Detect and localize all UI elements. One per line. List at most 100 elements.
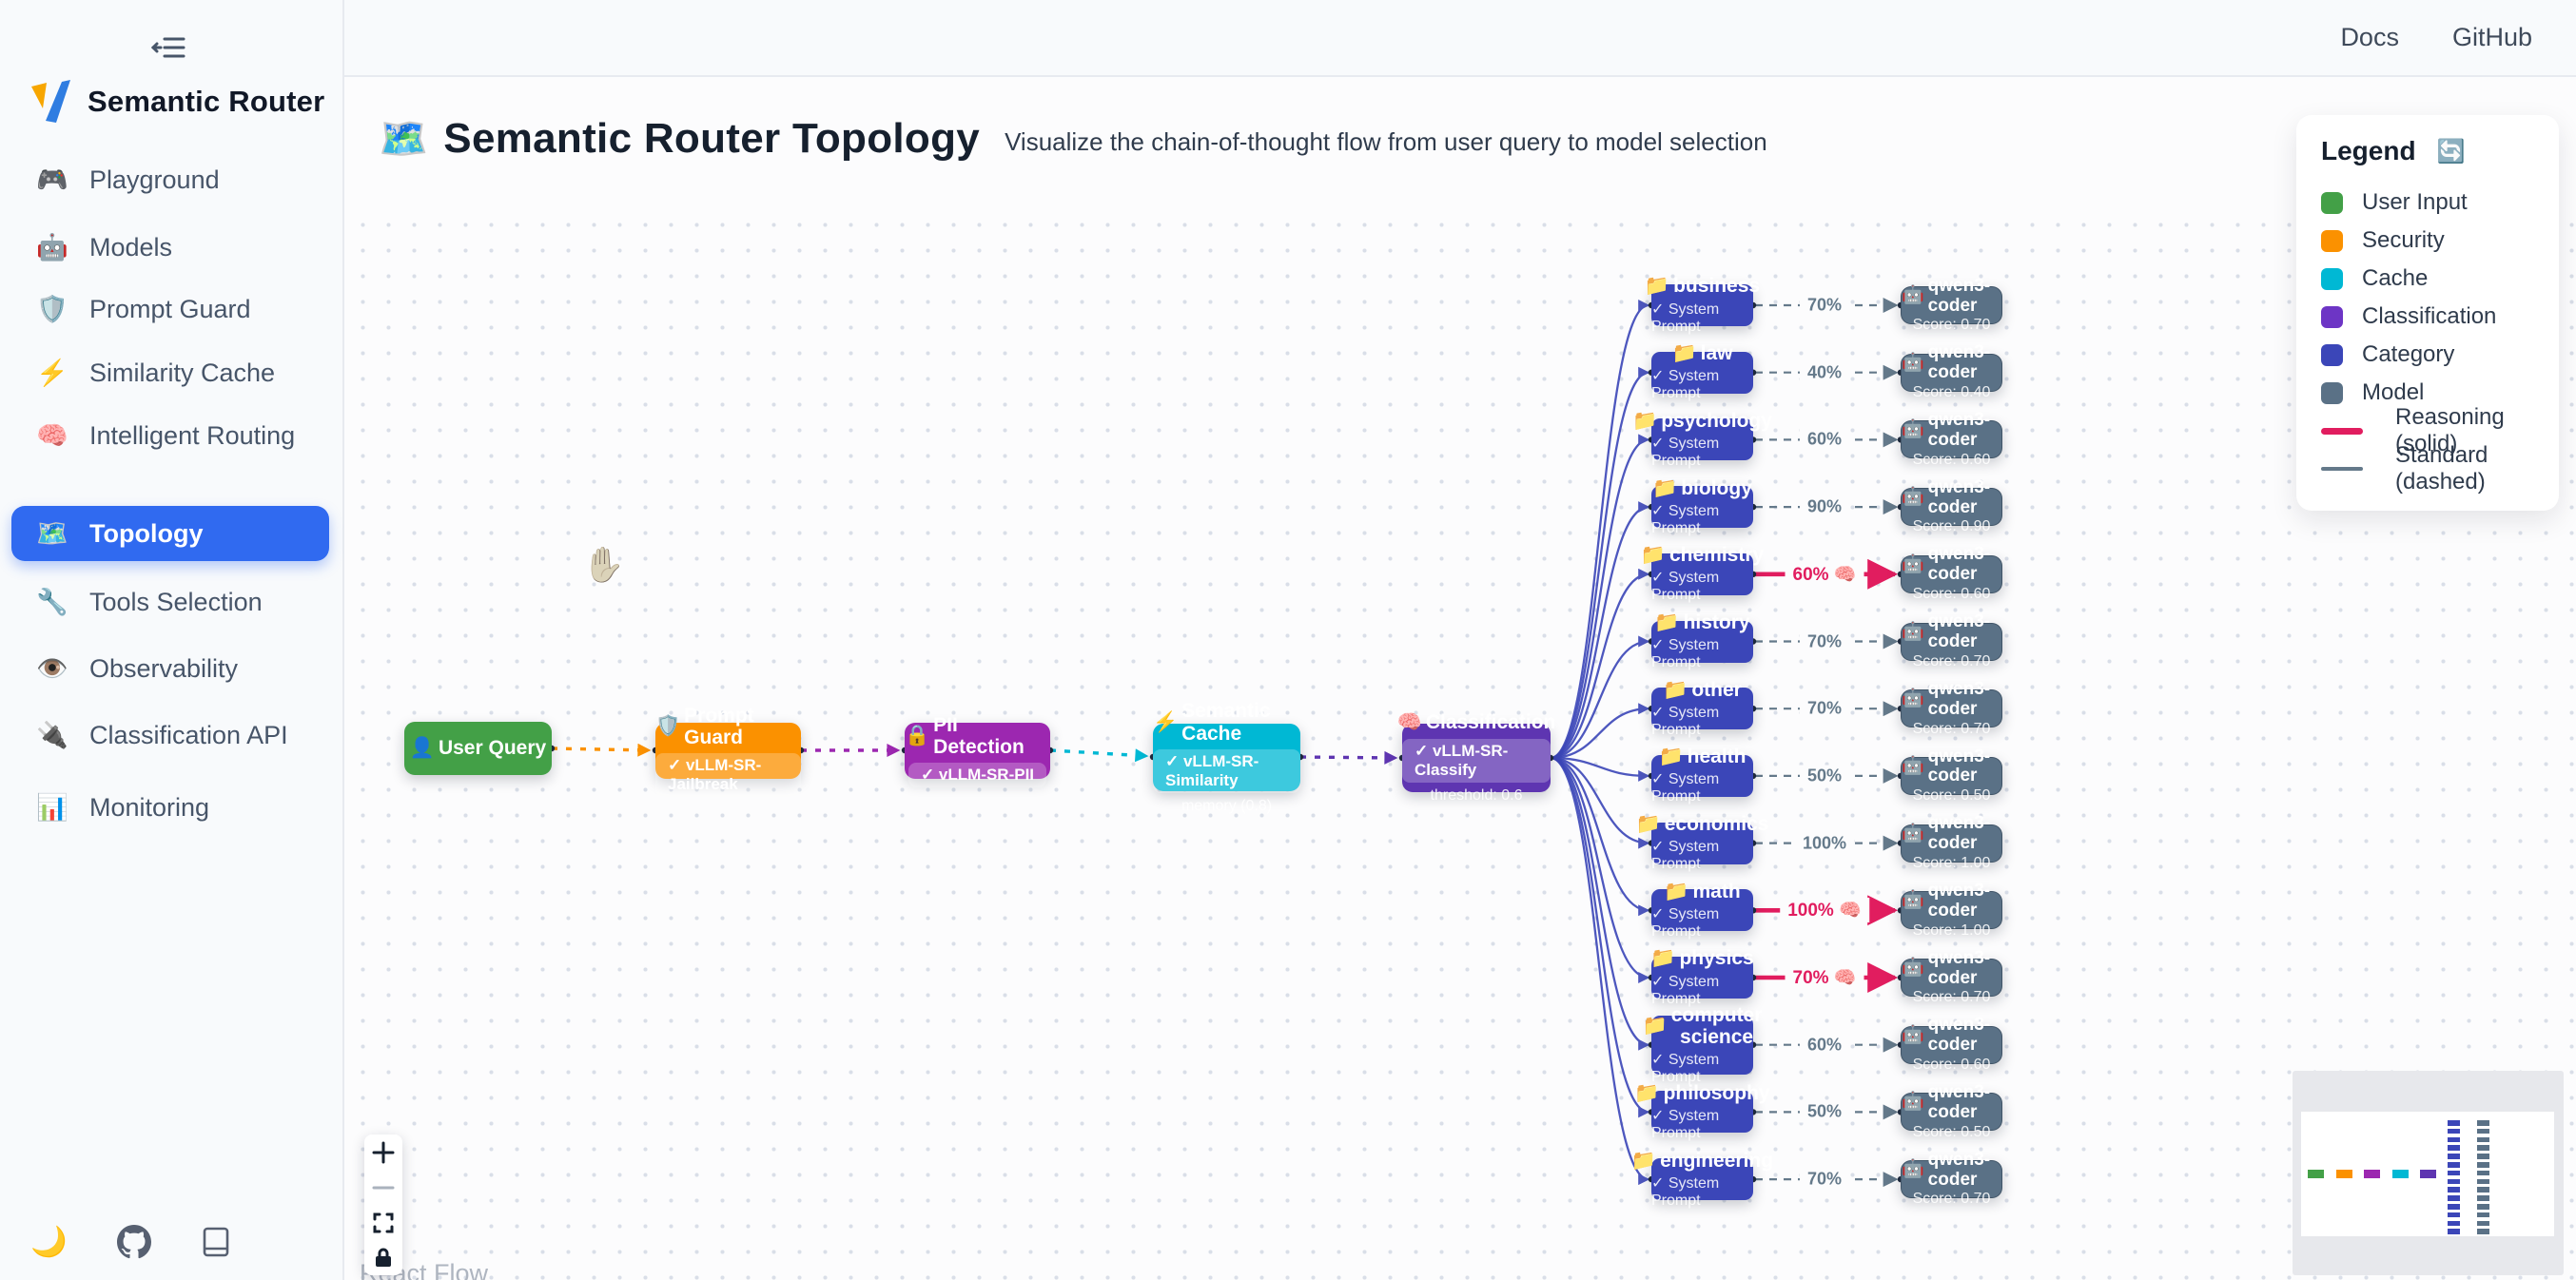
category-node-physics[interactable]: 📁physics✓ System Prompt [1650,947,1753,1006]
sidebar-item-observability[interactable]: 👁️Observability [11,641,329,696]
sidebar-item-prompt-guard[interactable]: 🛡️Prompt Guard [11,281,329,337]
minimap-node [2448,1154,2460,1159]
legend-item: Reasoning (solid) [2321,404,2534,456]
flow-node-user-query[interactable]: 👤User Query [404,722,552,775]
fit-view-button[interactable] [364,1205,402,1240]
folder-icon: 📁 [1630,1149,1657,1172]
docs-book-icon[interactable] [201,1226,231,1258]
category-node-health[interactable]: 📁health✓ System Prompt [1651,746,1753,805]
lock-button[interactable] [364,1240,402,1275]
playground-icon: 🎮 [36,165,68,194]
folder-icon: 📁 [1671,342,1697,365]
legend-refresh-icon[interactable]: 🔄 [2436,138,2466,165]
github-icon[interactable] [116,1224,151,1259]
folder-icon: 📁 [1663,678,1688,701]
observability-icon: 👁️ [36,654,68,683]
folder-icon: 📁 [1664,880,1689,902]
node-subtext: memory (0.8) [1181,797,1273,814]
flow-node-prompt-guard[interactable]: 🛡️Prompt Guard✓ vLLM-SR-Jailbreak [655,705,801,798]
category-subtext: ✓ System Prompt [1651,973,1720,1007]
category-node-chemistry[interactable]: 📁chemistry✓ System Prompt [1641,544,1764,603]
category-subtext: ✓ System Prompt [1651,502,1720,536]
robot-icon: 🤖 [1902,823,1924,844]
model-score: Score: 0.90 [1912,518,1991,535]
minimap-node [2448,1212,2460,1218]
sidebar-collapse-button[interactable] [143,29,196,67]
category-name: other [1691,678,1742,701]
minimap-node [2477,1145,2489,1151]
category-node-philosophy[interactable]: 📁philosophy✓ System Prompt [1634,1082,1769,1141]
minimap-node [2477,1204,2489,1210]
edge-label-law: 40% [1799,361,1850,384]
classification-api-icon: 🔌 [36,721,68,749]
robot-icon: 🤖 [1902,419,1924,440]
docs-link[interactable]: Docs [2340,23,2399,51]
category-subtext: ✓ System Prompt [1651,368,1720,402]
legend-color-swatch [2321,305,2343,328]
flow-node-pii-detection[interactable]: 🔒PII Detection✓ vLLM-SR-PII [905,714,1050,788]
sidebar-item-models[interactable]: 🤖Models [11,220,329,275]
legend-color-swatch [2321,191,2343,214]
main-area: Docs GitHub 🗺️ Semantic Router Topology … [344,0,2576,1280]
robot-icon: 🤖 [1902,553,1924,574]
zoom-out-button[interactable] [364,1170,402,1205]
category-node-economics[interactable]: 📁economics✓ System Prompt [1636,813,1769,872]
legend-item: Standard (dashed) [2321,442,2534,495]
sidebar-item-classification-api[interactable]: 🔌Classification API [11,708,329,763]
sidebar-item-topology[interactable]: 🗺️Topology [11,506,329,561]
brand-title: Semantic Router [88,85,325,118]
edge-label-physics: 70% 🧠 [1785,965,1864,990]
category-subtext: ✓ System Prompt [1651,704,1720,738]
flow-canvas[interactable]: 🗺️ Semantic Router Topology Visualize th… [344,77,2576,1280]
page-title: Semantic Router Topology [443,115,981,162]
model-score: Score: 0.70 [1912,652,1991,669]
folder-icon: 📁 [1640,544,1666,567]
model-name: qwen3-coder [1927,476,1991,517]
category-node-history[interactable]: 📁history✓ System Prompt [1651,611,1753,670]
minimap[interactable] [2293,1071,2564,1275]
sidebar-item-similarity-cache[interactable]: ⚡Similarity Cache [11,345,329,400]
category-node-math[interactable]: 📁math✓ System Prompt [1651,881,1753,940]
category-node-computer-science[interactable]: 📁computer science✓ System Prompt [1643,1004,1763,1085]
model-score: Score: 1.00 [1912,921,1991,939]
sidebar-item-monitoring[interactable]: 📊Monitoring [11,780,329,835]
zoom-in-button[interactable] [364,1135,402,1170]
category-node-biology[interactable]: 📁biology✓ System Prompt [1651,477,1753,536]
legend-color-swatch [2321,229,2343,252]
model-score: Score: 0.70 [1912,317,1991,334]
topbar: Docs GitHub [344,0,2576,77]
category-node-psychology[interactable]: 📁psychology✓ System Prompt [1632,410,1772,469]
category-node-business[interactable]: 📁business✓ System Prompt [1645,275,1760,334]
sidebar-item-playground[interactable]: 🎮Playground [11,152,329,207]
sidebar-item-label: Models [89,232,173,262]
sidebar-item-label: Prompt Guard [89,294,251,323]
sidebar-footer: 🌙 [30,1224,231,1259]
sidebar-item-intelligent-routing[interactable]: 🧠Intelligent Routing [11,408,329,463]
legend-item-label: Model [2362,379,2425,405]
category-node-engineering[interactable]: 📁engineering✓ System Prompt [1631,1150,1773,1209]
folder-icon: 📁 [1658,746,1684,768]
github-link[interactable]: GitHub [2451,23,2532,51]
dark-mode-moon-icon[interactable]: 🌙 [30,1225,68,1258]
category-node-other[interactable]: 📁other ✓ System Prompt [1651,679,1753,738]
model-name: qwen3-coder [1927,544,1991,585]
page-header: 🗺️ Semantic Router Topology Visualize th… [379,115,1767,163]
sidebar-item-tools-selection[interactable]: 🔧Tools Selection [11,574,329,630]
category-node-law[interactable]: 📁law✓ System Prompt [1651,342,1753,401]
